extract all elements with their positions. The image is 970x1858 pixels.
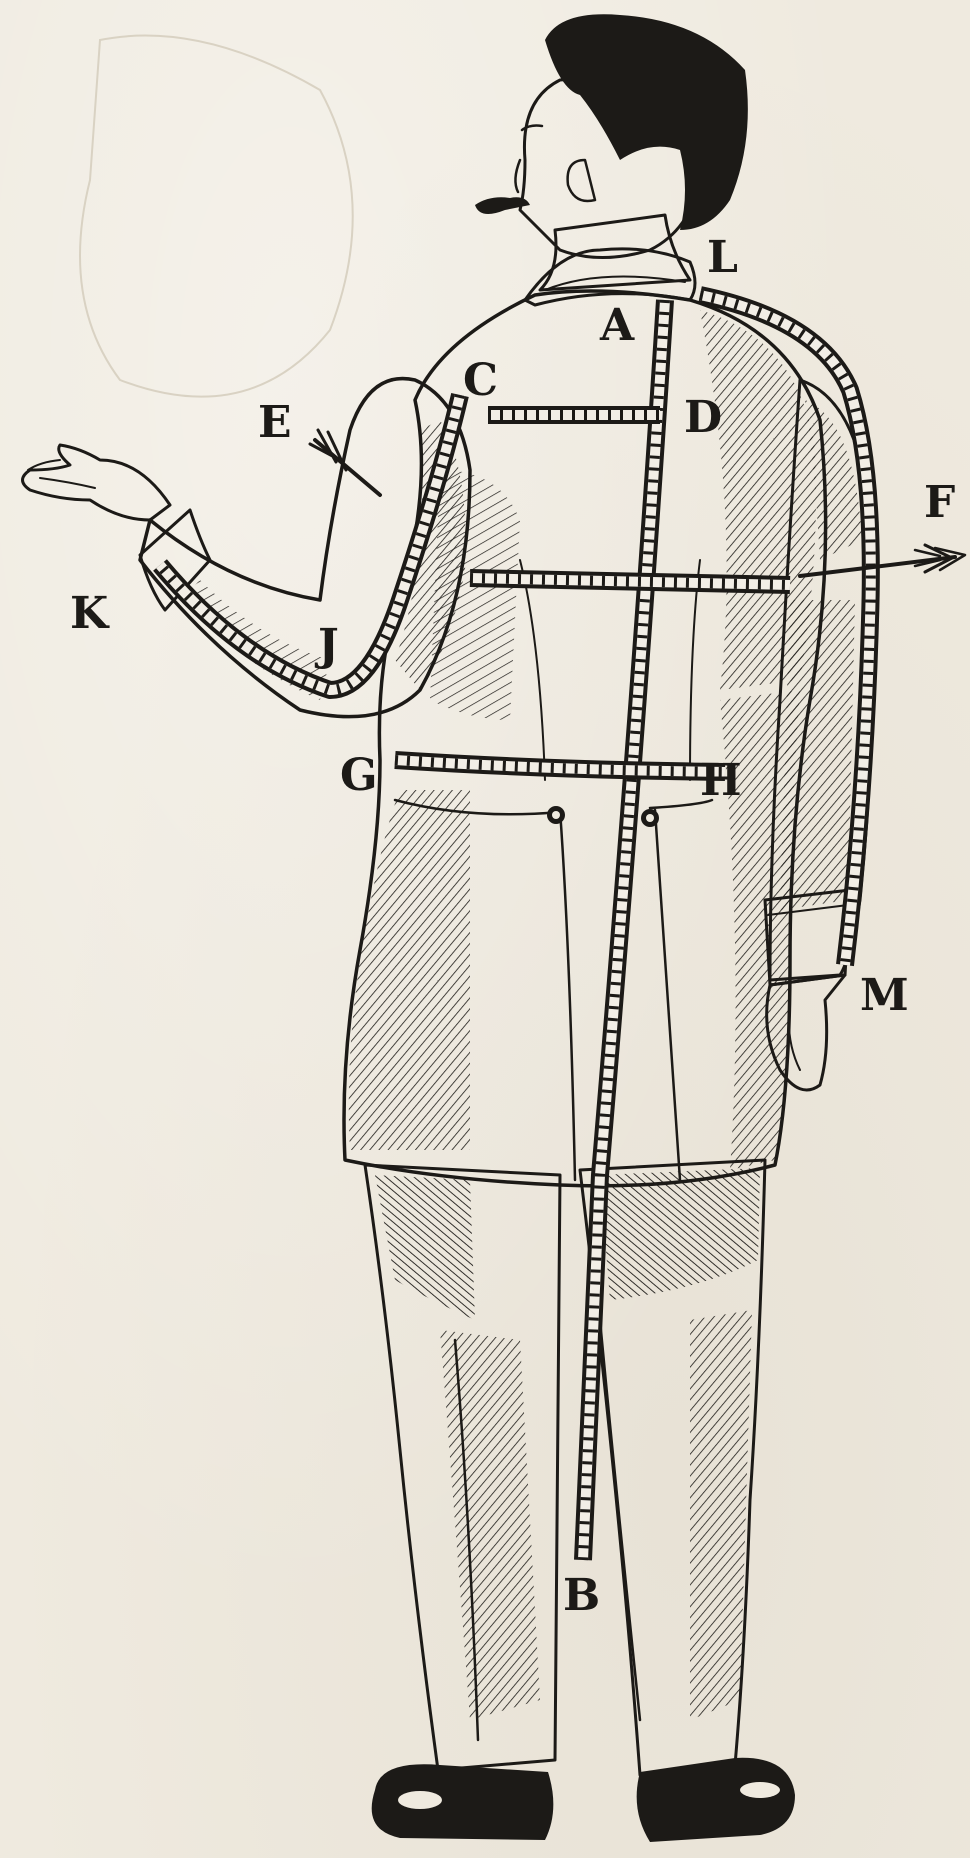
shoes [372,1758,795,1842]
label-m: M [860,970,909,1021]
coat [344,249,826,1186]
label-c: C [463,355,498,406]
label-f: F [924,477,955,528]
label-g: G [340,750,378,801]
label-a: A [599,300,635,351]
label-d: D [684,392,722,443]
label-l: L [707,232,738,283]
label-k: K [70,588,110,639]
tape-a-b [583,300,665,1560]
tape-chest [470,578,790,585]
label-h: H [700,755,742,806]
left-arm [23,379,471,717]
ghost-sketch [80,36,353,397]
label-j: J [314,620,339,671]
label-b: B [563,1570,600,1621]
tape-g-h [395,760,725,772]
label-e: E [258,397,292,448]
arrow-e [310,430,380,495]
trousers [365,1160,765,1775]
